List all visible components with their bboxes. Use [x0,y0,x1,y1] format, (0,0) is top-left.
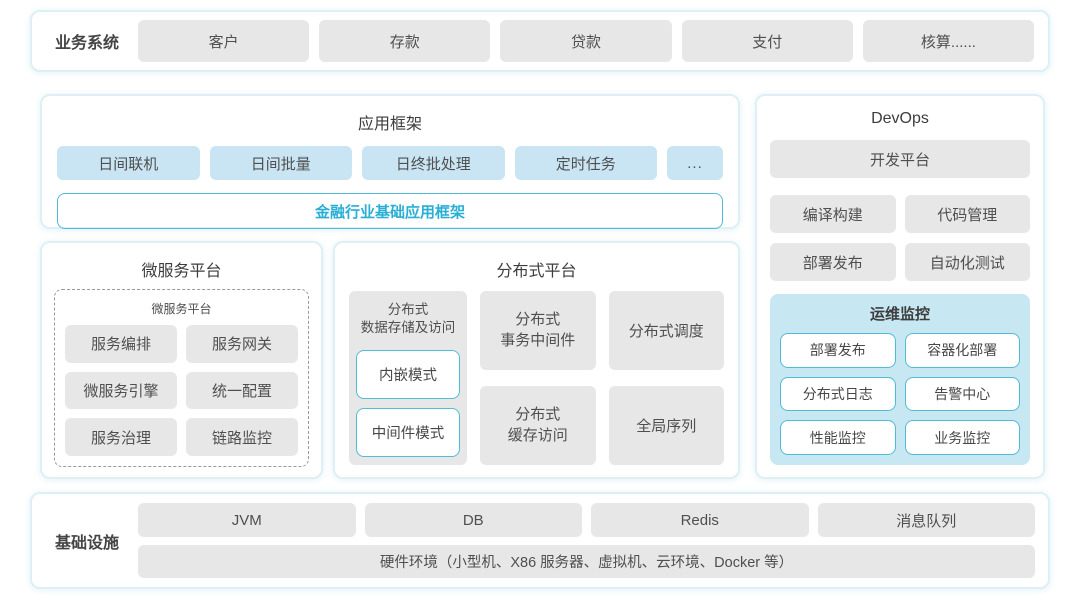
dist-storage-label: 分布式 数据存储及访问 [360,302,456,336]
af-chip-scheduled-task: 定时任务 [514,146,657,180]
microservice-inner-title: 微服务平台 [151,302,212,316]
ms-chip-config: 统一配置 [186,371,298,410]
business-chip-loan: 贷款 [500,20,672,62]
devops-chip-code-mgmt: 代码管理 [904,195,1030,233]
business-chip-accounting: 核算...... [862,20,1035,62]
dist-cell-global-sequence: 全局序列 [608,386,724,465]
distributed-panel: 分布式平台 分布式 数据存储及访问 内嵌模式 中间件模式 分布式 事务中间件 分… [333,241,740,479]
monitor-chip-business-monitor: 业务监控 [904,420,1020,455]
monitor-chip-dist-log: 分布式日志 [780,376,896,412]
ms-chip-orchestration: 服务编排 [65,325,177,363]
af-chip-eod-batch: 日终批处理 [362,146,505,180]
monitor-chip-container-deploy: 容器化部署 [904,333,1020,368]
ms-chip-engine: 微服务引擎 [65,371,177,410]
business-systems-panel: 业务系统 客户 存款 贷款 支付 核算...... [30,10,1050,72]
ms-chip-governance: 服务治理 [65,418,177,456]
dist-mode-middleware: 中间件模式 [356,408,460,457]
devops-panel: DevOps 开发平台 编译构建 代码管理 部署发布 自动化测试 运维监控 部署… [755,94,1045,479]
infra-chip-jvm: JVM [138,503,356,537]
af-chip-more: ... [667,146,723,180]
dist-mode-embedded: 内嵌模式 [356,350,460,399]
business-systems-label: 业务系统 [54,35,119,52]
ops-monitor-title: 运维监控 [869,306,930,323]
microservice-panel: 微服务平台 微服务平台 服务编排 服务网关 微服务引擎 统一配置 服务治理 链路… [40,241,323,479]
architecture-diagram: 业务系统 客户 存款 贷款 支付 核算...... 应用框架 日间联机 日间批量… [30,10,1050,589]
ops-monitor-panel: 运维监控 部署发布 容器化部署 分布式日志 告警中心 性能监控 业务监控 [770,294,1030,465]
ms-chip-tracing: 链路监控 [186,418,298,456]
devops-chip-deploy: 部署发布 [770,243,896,281]
business-chip-payment: 支付 [681,20,853,62]
devops-chip-build: 编译构建 [770,195,896,233]
af-chip-daytime-batch: 日间批量 [209,146,352,180]
app-framework-title: 应用框架 [357,116,422,133]
infrastructure-panel: 基础设施 JVM DB Redis 消息队列 硬件环境（小型机、X86 服务器、… [30,492,1050,589]
devops-chip-auto-test: 自动化测试 [904,243,1030,281]
infra-chip-redis: Redis [591,503,809,537]
af-chip-daytime-online: 日间联机 [57,146,200,180]
infrastructure-label: 基础设施 [54,534,119,552]
ms-chip-gateway: 服务网关 [186,325,298,363]
distributed-title: 分布式平台 [496,263,577,280]
infra-chip-mq: 消息队列 [817,503,1035,537]
business-chip-deposit: 存款 [319,20,491,62]
monitor-chip-perf-monitor: 性能监控 [780,420,896,455]
monitor-chip-alert-center: 告警中心 [904,376,1020,412]
dist-cell-scheduling: 分布式调度 [608,291,724,370]
devops-title: DevOps [871,110,929,127]
business-chip-customer: 客户 [138,20,310,62]
microservice-title: 微服务平台 [141,263,222,280]
dev-platform-chip: 开发平台 [770,140,1030,178]
monitor-chip-deploy: 部署发布 [780,333,896,368]
hardware-env-bar: 硬件环境（小型机、X86 服务器、虚拟机、云环境、Docker 等） [138,545,1035,578]
dist-storage-cell: 分布式 数据存储及访问 内嵌模式 中间件模式 [349,291,467,465]
microservice-inner-box: 微服务平台 服务编排 服务网关 微服务引擎 统一配置 服务治理 链路监控 [54,289,309,467]
dist-cell-transaction-middleware: 分布式 事务中间件 [480,291,596,370]
base-framework-box: 金融行业基础应用框架 [57,193,723,229]
dist-cell-cache-access: 分布式 缓存访问 [480,386,596,465]
infra-chip-db: DB [364,503,582,537]
app-framework-panel: 应用框架 日间联机 日间批量 日终批处理 定时任务 ... 金融行业基础应用框架 [40,94,740,229]
